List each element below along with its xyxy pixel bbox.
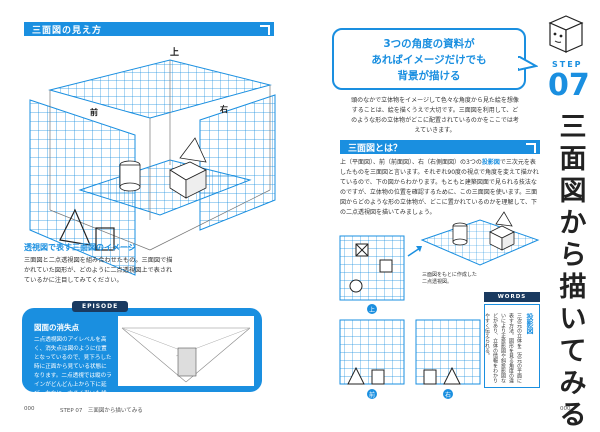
title-char: 図 (559, 176, 587, 207)
body-text: 上（平面図）、前（前面図）、右（右側面図）の3つの投影図で三次元を表したものを三… (340, 158, 540, 218)
corner-arrow-icon (260, 25, 270, 35)
bubble-line-3: 背景が描ける (397, 70, 461, 82)
cube-label-right: 右 (219, 104, 228, 114)
step-label: STEP (552, 60, 583, 69)
vertical-title: 三面図から描いてみる (555, 112, 591, 432)
words-box: WORDS 投影図 三次元の立体を二次元の平面に表す方法。図形を見る角度の違いに… (484, 292, 540, 388)
episode-tag: EPISODE (72, 301, 129, 312)
cube-label-front: 前 (90, 107, 98, 117)
words-content: 投影図 三次元の立体を二次元の平面に表す方法。図形を見る角度の違いにより正投影図… (484, 304, 540, 388)
title-char: み (559, 368, 587, 399)
right-page-number: 000 (560, 406, 571, 412)
words-body: 三次元の立体を二次元の平面に表す方法。図形を見る角度の違いにより正投影図や斜投影… (484, 313, 522, 383)
left-page-number: 000 (24, 406, 35, 412)
bubble-line-1: 3つの角度の資料が (383, 38, 475, 50)
body-highlight: 投影図 (481, 159, 500, 166)
left-section-title: 三面図の見え方 (32, 26, 103, 36)
perspective-note: 三面図をもとに作成した二点透視図。 (422, 272, 477, 285)
vanishing-point-illustration (118, 316, 254, 386)
mascot-cube-icon (548, 15, 584, 53)
left-section-header: 三面図の見え方 (24, 22, 274, 36)
intro-text: 頭のなかで立体物をイメージして色々な角度から見た絵を想像することは、絵を描くうえ… (351, 97, 519, 134)
running-head: STEP 07 三面図から描いてみる (60, 408, 143, 414)
title-char: て (559, 336, 587, 367)
label-right: 右 (445, 391, 451, 399)
three-view-diagram: 上 前 右 (339, 235, 481, 399)
corner-arrow-icon (526, 143, 536, 153)
title-char: 三 (559, 112, 587, 143)
step-number: 07 (548, 68, 590, 103)
title-char: 面 (559, 144, 587, 175)
bubble-line-2: あればイメージだけでも (371, 54, 487, 66)
caption-title: 透視図で表す三面図のイメージ (24, 243, 136, 252)
two-point-perspective-mini (420, 211, 540, 266)
words-tag: WORDS (484, 292, 540, 302)
caption-body: 三面図と二点透視図を組み合わせたもの。三面図で描かれていた図形が、どのように二点… (24, 257, 173, 284)
episode-box: EPISODE 図面の消失点 二点透視図のアイレベルを高く、消失点は図のように位… (22, 301, 262, 406)
speech-bubble: 3つの角度の資料が あればイメージだけでも 背景が描ける (332, 28, 526, 90)
label-front: 前 (369, 391, 375, 399)
body-post: で三次元を表したものを三面図と言います。それぞれ90度の視点で角度を変えて描かれ… (340, 159, 539, 216)
cube-right-grid (199, 94, 276, 231)
title-char: か (559, 208, 587, 239)
bubble-tail (518, 56, 538, 72)
body-pre: 上（平面図）、前（前面図）、右（右側面図）の3つの (340, 159, 482, 166)
right-section-title: 三面図とは？ (348, 144, 403, 154)
perspective-cube-illustration: 上 前 右 (29, 46, 276, 276)
cube-left-grid (29, 99, 136, 276)
cube-label-top: 上 (170, 46, 179, 58)
episode-title: 図面の消失点 (34, 323, 79, 332)
episode-body: 二点透視図のアイレベルを高く、消失点は図のように位置となっているので、見下ろした… (34, 337, 112, 406)
title-char: い (559, 304, 587, 335)
words-title: 投影図 (526, 313, 534, 334)
right-section-header: 三面図とは？ (340, 140, 540, 154)
label-top: 上 (369, 306, 375, 314)
title-char: る (559, 400, 587, 431)
title-char: 描 (559, 272, 587, 303)
title-char: ら (559, 240, 587, 271)
